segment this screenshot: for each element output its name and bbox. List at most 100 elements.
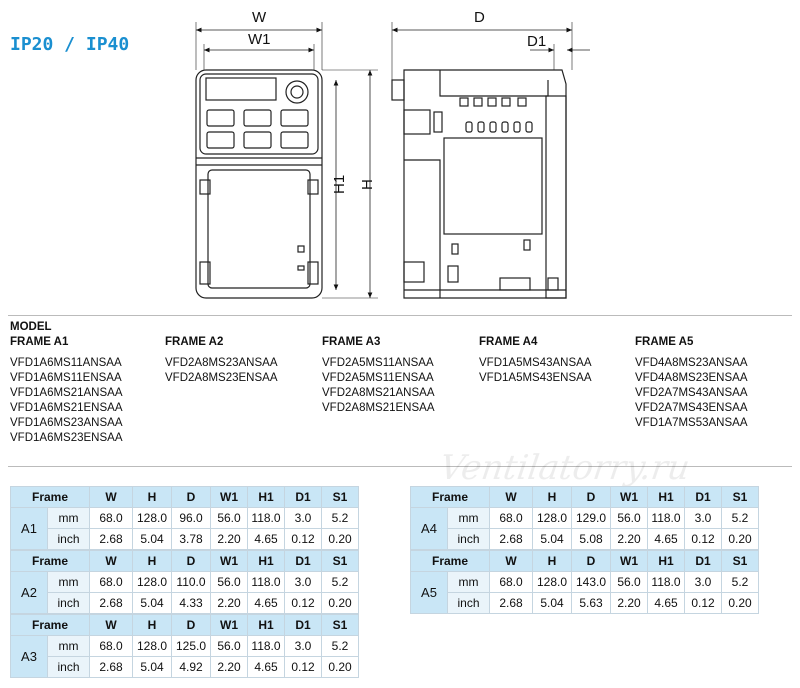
column-header: Frame (410, 550, 490, 572)
model-item: VFD2A7MS43ANSAA (635, 387, 748, 399)
model-item: VFD1A6MS21ENSAA (10, 402, 123, 414)
value-cell: 5.2 (721, 571, 759, 593)
column-header: S1 (721, 550, 759, 572)
value-cell: 68.0 (89, 635, 133, 657)
column-header: D1 (684, 486, 722, 508)
model-item: VFD2A8MS23ANSAA (165, 357, 278, 369)
side-view (391, 22, 590, 299)
model-item: VFD1A6MS23ANSAA (10, 417, 123, 429)
value-cell: 3.0 (684, 571, 722, 593)
unit-cell: inch (47, 528, 90, 550)
frame-title: FRAME A5 (635, 336, 694, 348)
value-cell: 2.20 (210, 592, 248, 614)
value-cell: 2.20 (210, 656, 248, 678)
model-item: VFD2A7MS43ENSAA (635, 402, 748, 414)
column-header: S1 (721, 486, 759, 508)
value-cell: 2.20 (210, 528, 248, 550)
value-cell: 4.92 (171, 656, 211, 678)
column-header: H1 (647, 486, 685, 508)
column-header: W (489, 550, 533, 572)
dimension-drawing: W W1 H1 H D D1 (195, 9, 590, 299)
value-cell: 128.0 (532, 507, 572, 529)
model-item: VFD2A8MS23ENSAA (165, 372, 278, 384)
model-item: VFD2A8MS21ENSAA (322, 402, 435, 414)
column-header: D1 (284, 550, 322, 572)
column-header: H (532, 550, 572, 572)
column-header: W (89, 550, 133, 572)
frame-cell: A2 (10, 571, 48, 614)
column-header: H1 (647, 550, 685, 572)
column-header: D1 (284, 486, 322, 508)
divider (8, 466, 792, 467)
value-cell: 56.0 (610, 507, 648, 529)
unit-cell: inch (447, 592, 490, 614)
value-cell: 2.20 (610, 528, 648, 550)
model-item: VFD1A7MS53ANSAA (635, 417, 748, 429)
value-cell: 129.0 (571, 507, 611, 529)
value-cell: 2.68 (89, 656, 133, 678)
frame-title: FRAME A3 (322, 336, 381, 348)
column-header: D1 (284, 614, 322, 636)
value-cell: 110.0 (171, 571, 211, 593)
column-header: D (571, 486, 611, 508)
column-header: W1 (210, 614, 248, 636)
value-cell: 118.0 (247, 571, 285, 593)
value-cell: 56.0 (610, 571, 648, 593)
frame-title: FRAME A1 (10, 336, 69, 348)
value-cell: 68.0 (489, 507, 533, 529)
value-cell: 5.04 (532, 592, 572, 614)
value-cell: 128.0 (132, 507, 172, 529)
frame-title: FRAME A2 (165, 336, 224, 348)
value-cell: 68.0 (489, 571, 533, 593)
column-header: S1 (321, 486, 359, 508)
value-cell: 0.20 (321, 656, 359, 678)
value-cell: 0.12 (684, 592, 722, 614)
value-cell: 5.2 (321, 635, 359, 657)
frame-cell: A5 (410, 571, 448, 614)
value-cell: 118.0 (247, 635, 285, 657)
value-cell: 2.68 (89, 528, 133, 550)
value-cell: 96.0 (171, 507, 211, 529)
model-item: VFD1A5MS43ENSAA (479, 372, 592, 384)
model-item: VFD4A8MS23ENSAA (635, 372, 748, 384)
column-header: H (532, 486, 572, 508)
value-cell: 5.2 (321, 571, 359, 593)
value-cell: 118.0 (647, 507, 685, 529)
value-cell: 128.0 (532, 571, 572, 593)
value-cell: 118.0 (247, 507, 285, 529)
value-cell: 128.0 (132, 635, 172, 657)
value-cell: 5.63 (571, 592, 611, 614)
column-header: S1 (321, 550, 359, 572)
model-item: VFD1A6MS11ANSAA (10, 357, 122, 369)
value-cell: 2.68 (489, 528, 533, 550)
frame-a3-column: FRAME A3 VFD2A5MS11ANSAA VFD2A5MS11ENSAA… (322, 335, 435, 416)
value-cell: 4.65 (247, 656, 285, 678)
unit-cell: mm (447, 507, 490, 529)
model-heading: MODEL (10, 321, 52, 333)
value-cell: 56.0 (210, 507, 248, 529)
value-cell: 0.20 (321, 592, 359, 614)
value-cell: 5.04 (532, 528, 572, 550)
value-cell: 0.12 (684, 528, 722, 550)
watermark: Ventilatorry.ru (437, 448, 693, 488)
value-cell: 0.20 (321, 528, 359, 550)
column-header: Frame (10, 550, 90, 572)
value-cell: 0.12 (284, 592, 322, 614)
value-cell: 2.68 (89, 592, 133, 614)
unit-cell: inch (447, 528, 490, 550)
frame-cell: A4 (410, 507, 448, 550)
frame-a1-column: FRAME A1 VFD1A6MS11ANSAA VFD1A6MS11ENSAA… (10, 335, 123, 446)
unit-cell: mm (447, 571, 490, 593)
value-cell: 4.65 (247, 528, 285, 550)
column-header: H1 (247, 486, 285, 508)
frame-a2-column: FRAME A2 VFD2A8MS23ANSAA VFD2A8MS23ENSAA (165, 335, 278, 386)
